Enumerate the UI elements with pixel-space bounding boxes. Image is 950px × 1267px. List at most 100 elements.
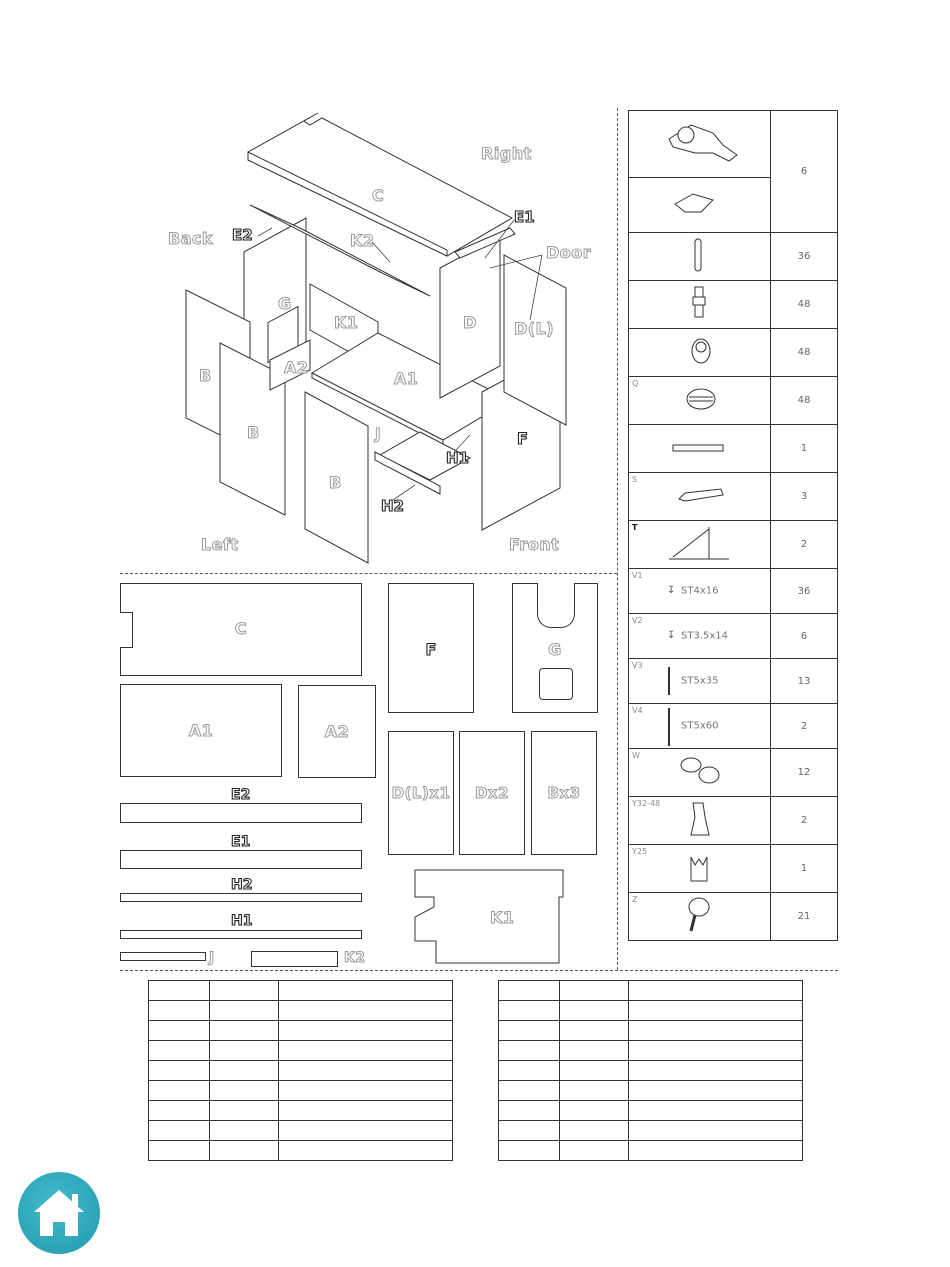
dowel-icon bbox=[694, 238, 702, 272]
hw-qty-13: 1 bbox=[770, 844, 838, 893]
parts-list-row bbox=[498, 1040, 803, 1061]
parts-list-left-body bbox=[148, 980, 453, 1161]
parts-list-cell bbox=[559, 1040, 629, 1061]
rail-e1 bbox=[454, 227, 516, 259]
rail-e1 bbox=[120, 850, 362, 869]
parts-list-row bbox=[148, 1020, 453, 1041]
parts-list-cell bbox=[278, 1040, 453, 1061]
part-label-j: J bbox=[374, 425, 382, 444]
parts-list-cell bbox=[559, 1100, 629, 1121]
rail-h2-label: H2 bbox=[230, 876, 253, 893]
rail-h1 bbox=[120, 930, 362, 939]
hw-qty-7: 36 bbox=[770, 568, 838, 614]
part-label-f: F bbox=[516, 428, 528, 448]
parts-list-row bbox=[498, 1000, 803, 1021]
panel-c: C bbox=[120, 583, 362, 676]
hw-cell-v2: V2↧ST3.5x14 bbox=[628, 613, 771, 659]
bracket-icon bbox=[669, 527, 729, 560]
parts-list-cell bbox=[278, 1140, 453, 1161]
hw-text-v4: ST5x60 bbox=[681, 720, 719, 732]
parts-list-cell bbox=[498, 1140, 560, 1161]
parts-list-cell bbox=[628, 1140, 803, 1161]
parts-list-cell bbox=[148, 980, 210, 1001]
strip-cell bbox=[628, 424, 771, 473]
hw-code-v1: V1 bbox=[632, 571, 643, 580]
hw-code-s: S bbox=[632, 475, 638, 484]
door-dl bbox=[503, 254, 567, 426]
hw-qty-10: 2 bbox=[770, 703, 838, 749]
hw-qty-6: 2 bbox=[770, 520, 838, 569]
parts-list-cell bbox=[278, 1020, 453, 1041]
parts-list-row bbox=[498, 1120, 803, 1141]
parts-list-cell bbox=[148, 1120, 210, 1141]
parts-list-cell bbox=[209, 1080, 279, 1101]
rail-h1-label: H1 bbox=[230, 912, 253, 929]
panel-a2: A2 bbox=[298, 685, 376, 778]
parts-list-row bbox=[498, 1140, 803, 1161]
parts-list-cell bbox=[628, 1000, 803, 1021]
hinge-icon bbox=[668, 124, 738, 162]
hw-qty-0: 36 bbox=[770, 232, 838, 281]
hw-code-z: Z bbox=[632, 895, 638, 904]
part-label-e1: E1 bbox=[513, 207, 535, 226]
parts-list-cell bbox=[278, 1080, 453, 1101]
label-door: Door bbox=[545, 243, 592, 263]
part-label-b3: B bbox=[329, 473, 342, 493]
parts-list-row bbox=[498, 980, 803, 1001]
rail-j bbox=[120, 952, 206, 961]
panel-c-label: C bbox=[234, 619, 248, 639]
part-label-k1: K1 bbox=[334, 313, 359, 333]
hw-code-q: Q bbox=[632, 379, 639, 388]
part-label-b1: B bbox=[199, 366, 212, 386]
side-panel-b-mid bbox=[219, 342, 286, 516]
hw-qty-4: 1 bbox=[770, 424, 838, 473]
parts-list-cell bbox=[498, 1120, 560, 1141]
hw-cell-w: W bbox=[628, 748, 771, 797]
hw-qty-11: 12 bbox=[770, 748, 838, 797]
parts-list-row bbox=[148, 1000, 453, 1021]
parts-list-cell bbox=[278, 1000, 453, 1021]
shelf-pin-icon bbox=[680, 757, 720, 784]
parts-list-row bbox=[148, 1140, 453, 1161]
rail-e2 bbox=[120, 803, 362, 823]
parts-list-row bbox=[148, 1120, 453, 1141]
parts-list-row bbox=[148, 980, 453, 1001]
hw-cell-s: S bbox=[628, 472, 771, 521]
rail-h2 bbox=[374, 451, 441, 495]
parts-list-cell bbox=[559, 1140, 629, 1161]
panel-k1-label: K1 bbox=[490, 908, 515, 928]
parts-list-right-body bbox=[498, 980, 803, 1161]
hw-qty-9: 13 bbox=[770, 658, 838, 704]
parts-list-cell bbox=[498, 1040, 560, 1061]
parts-list-cell bbox=[209, 1120, 279, 1141]
parts-list-cell bbox=[628, 1080, 803, 1101]
parts-list-cell bbox=[498, 1100, 560, 1121]
screw-icon: ↧ bbox=[667, 630, 676, 641]
parts-list-cell bbox=[278, 1120, 453, 1141]
parts-list-row bbox=[498, 1060, 803, 1081]
parts-list-cell bbox=[148, 1020, 210, 1041]
dowel-cell bbox=[628, 232, 771, 281]
parts-list-cell bbox=[498, 1000, 560, 1021]
home-button[interactable] bbox=[18, 1172, 100, 1254]
parts-list-cell bbox=[209, 1060, 279, 1081]
label-back: Back bbox=[167, 229, 214, 249]
parts-list-cell bbox=[559, 1120, 629, 1141]
part-label-dl: D(L) bbox=[513, 319, 555, 339]
divider-bottom bbox=[120, 970, 838, 971]
hw-code-y32: Y32-48 bbox=[632, 799, 661, 808]
part-label-e2: E2 bbox=[231, 225, 253, 244]
parts-list-cell bbox=[148, 1140, 210, 1161]
parts-list-table-right bbox=[498, 980, 803, 1161]
parts-list-cell bbox=[498, 980, 560, 1001]
parts-list-cell bbox=[148, 1000, 210, 1021]
hw-code-y25: Y25 bbox=[632, 847, 648, 856]
parts-list-cell bbox=[498, 1020, 560, 1041]
hw-cell-q: Q bbox=[628, 376, 771, 425]
parts-list-row bbox=[498, 1080, 803, 1101]
panel-g-label: G bbox=[548, 640, 562, 660]
home-icon bbox=[34, 1190, 84, 1236]
